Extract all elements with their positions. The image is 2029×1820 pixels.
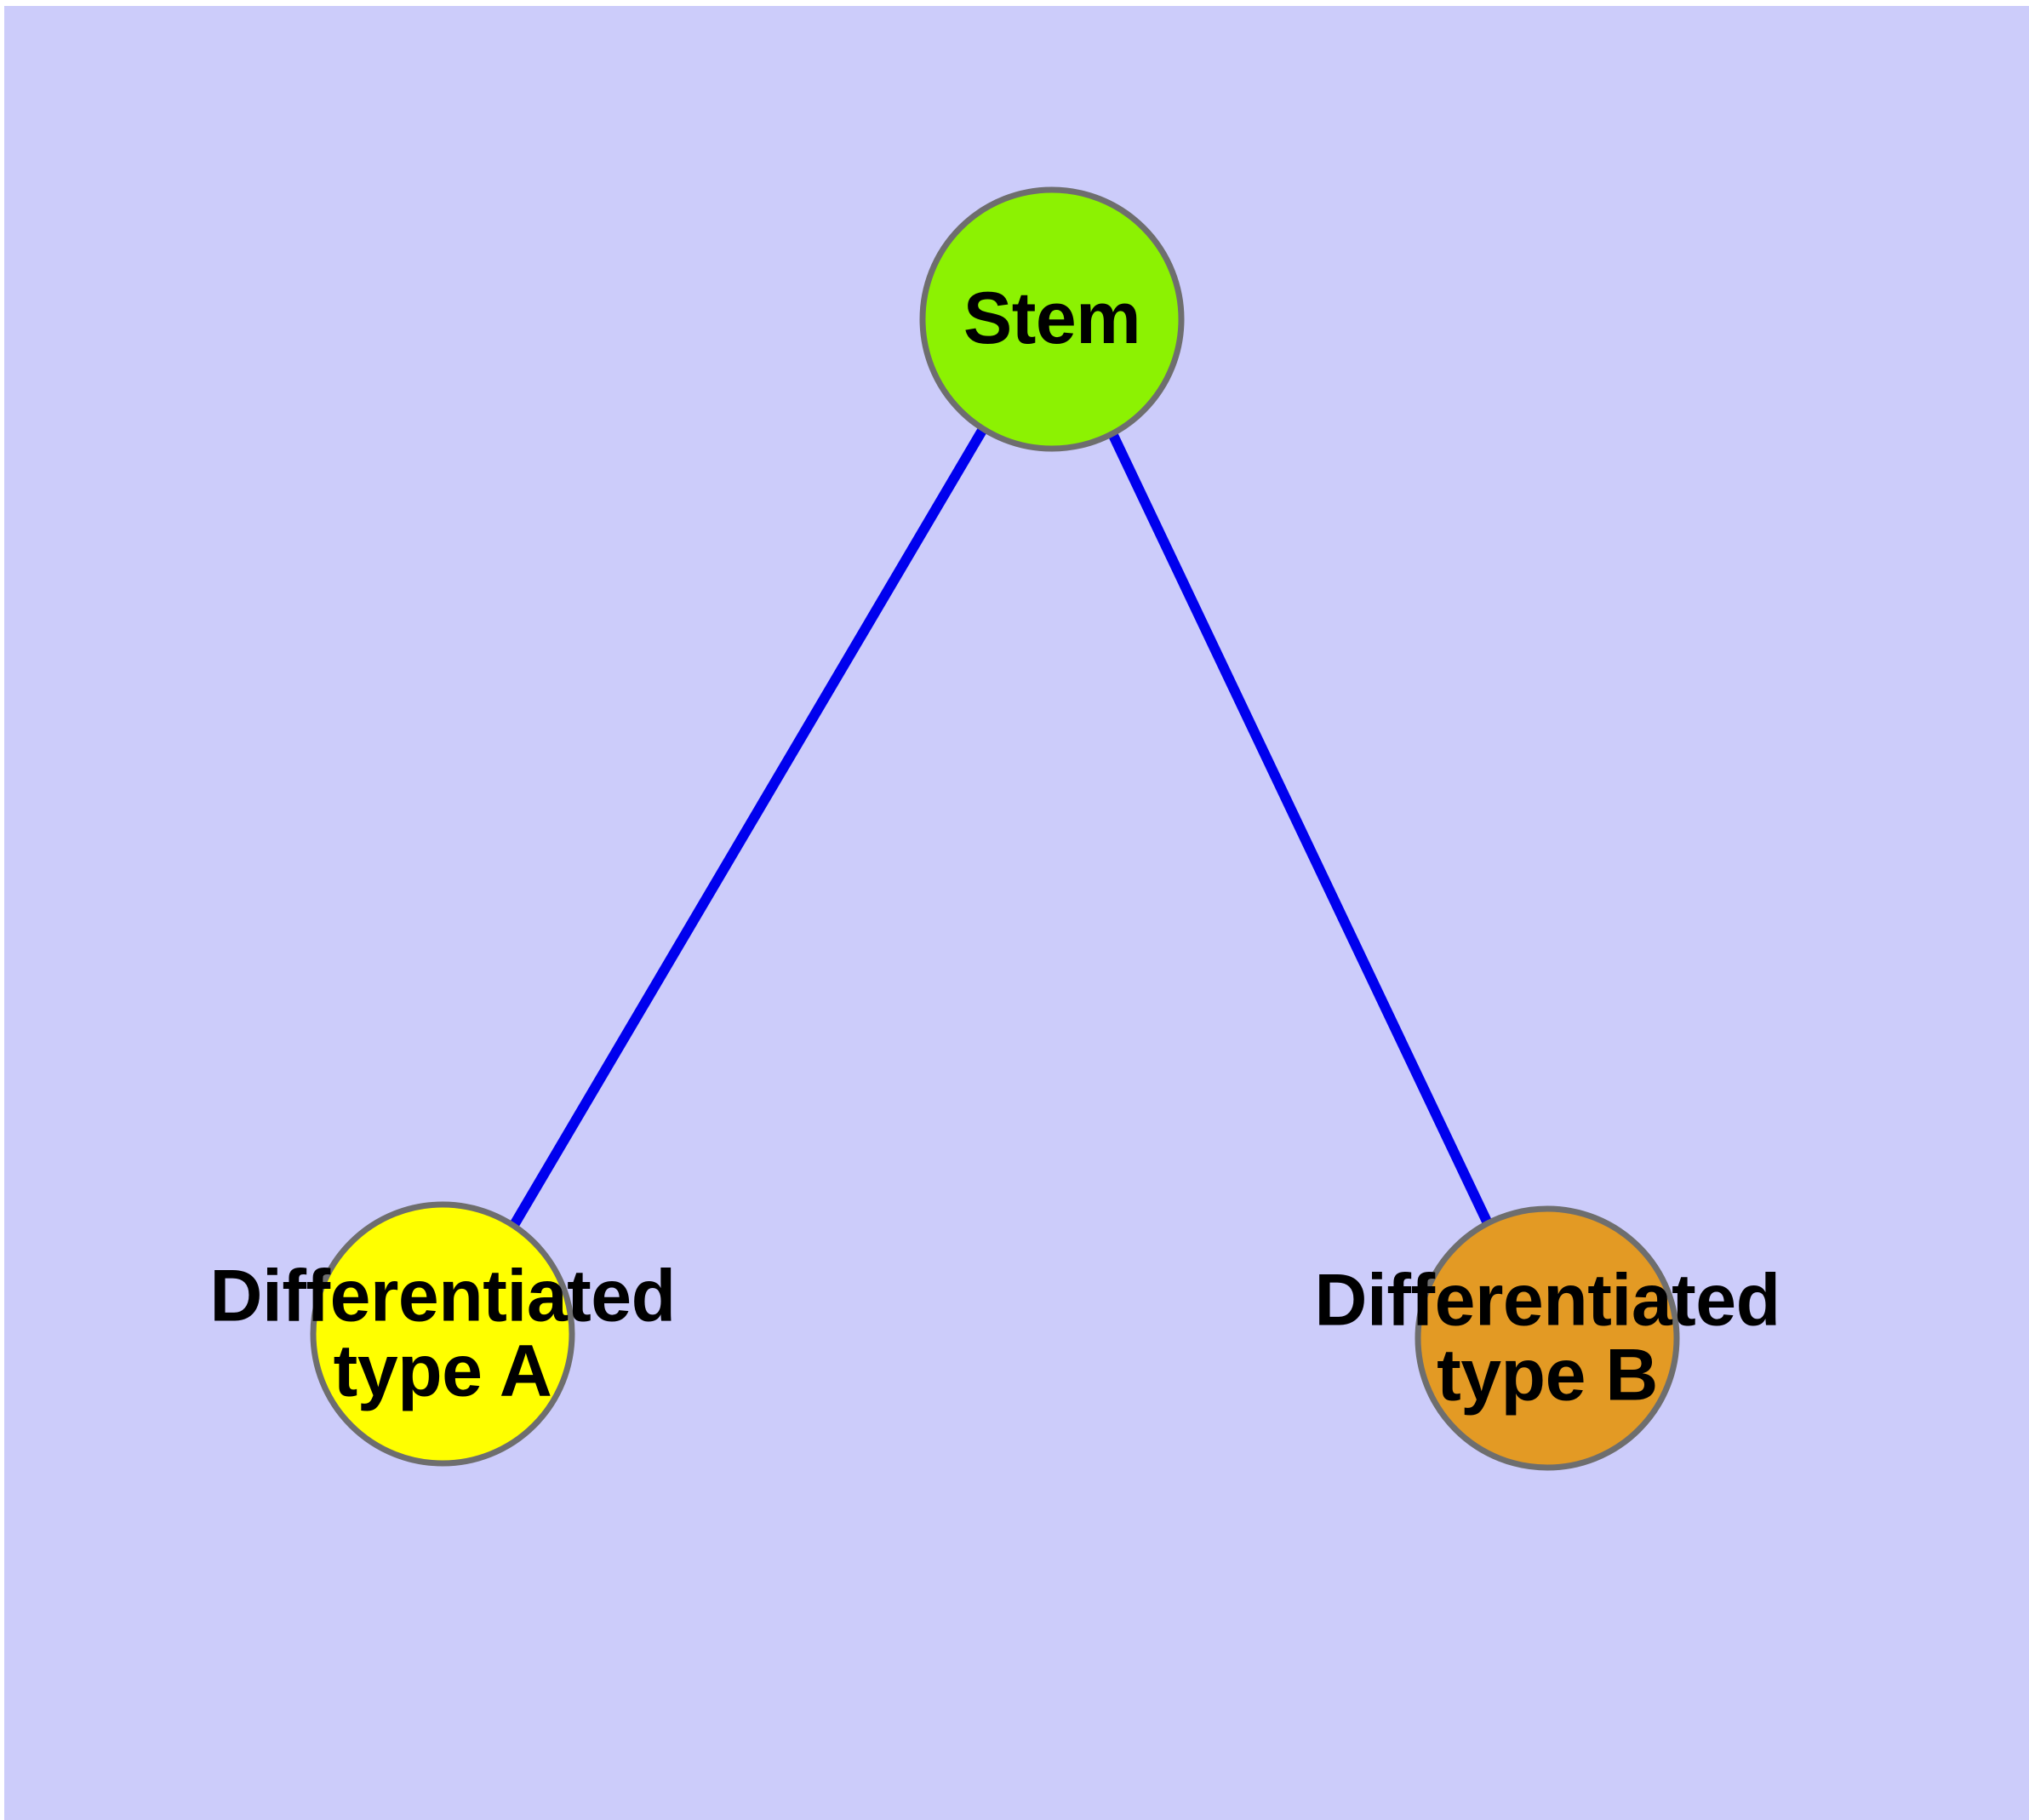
- edge-layer: [509, 426, 1493, 1228]
- node-circle-diff-b[interactable]: [1415, 1205, 1680, 1471]
- node-circle-diff-a[interactable]: [310, 1201, 575, 1467]
- node-layer: [310, 186, 1680, 1471]
- edge-stem-to-diff-a[interactable]: [509, 426, 988, 1228]
- edge-stem-to-diff-b[interactable]: [1106, 427, 1493, 1226]
- node-circle-stem[interactable]: [919, 186, 1185, 452]
